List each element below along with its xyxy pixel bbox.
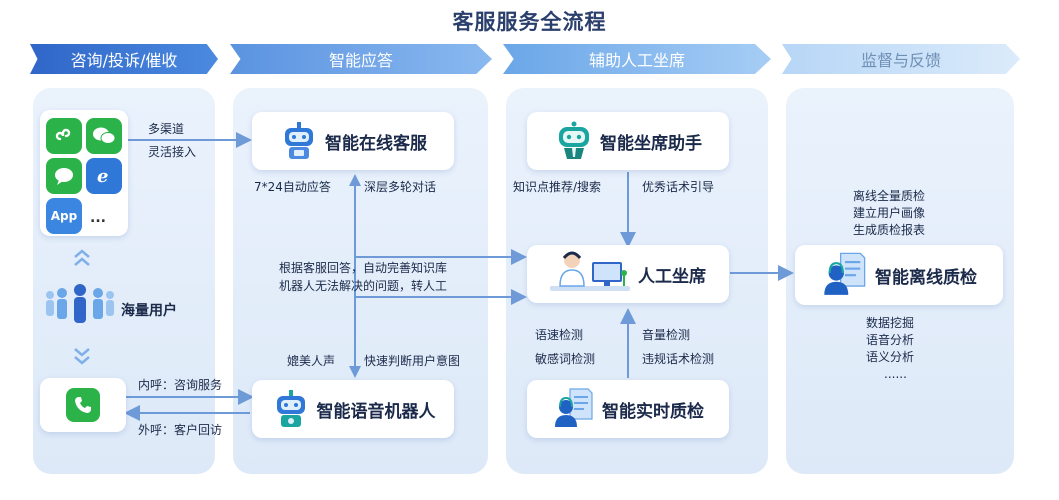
voice-bot-feature-1: 媲美人声: [287, 354, 336, 368]
browser-ie-icon[interactable]: e: [86, 158, 122, 194]
qc-feature-volume: 音量检测: [642, 328, 691, 342]
app-icon[interactable]: App: [46, 198, 82, 234]
page-title: 客服服务全流程: [452, 10, 607, 34]
analysis-item-2: 语音分析: [866, 333, 915, 347]
online-bot-label: 智能在线客服: [325, 133, 427, 154]
users-label: 海量用户: [121, 303, 177, 319]
voice-bot-feature-2: 快速判断用户意图: [364, 354, 461, 368]
assistant-feature-2: 优秀话术引导: [642, 180, 715, 194]
stage-banner-4: 监督与反馈: [782, 44, 1020, 74]
knowledge-note-1: 根据客服回答，自动完善知识库: [279, 261, 448, 275]
offline-qc-icon: [821, 249, 869, 301]
stage-banner-1: 咨询/投诉/催收: [30, 44, 218, 74]
channel-apps-card: e App ...: [40, 110, 128, 236]
chevrons-up-icon: [73, 247, 91, 275]
human-agent-card: 人工坐席: [527, 245, 729, 303]
analysis-item-more: ......: [884, 367, 907, 381]
outbound-call-label: 外呼：客户回访: [138, 423, 223, 437]
phone-card: [40, 378, 126, 432]
online-bot-card: 智能在线客服: [252, 112, 454, 170]
channel-text-2: 灵活接入: [148, 145, 197, 159]
offline-feature-1: 离线全量质检: [853, 189, 926, 203]
stage-banner-3: 辅助人工坐席: [503, 44, 771, 74]
users-crowd-icon: [42, 283, 118, 331]
assistant-robot-icon: [554, 121, 594, 161]
robot-icon: [279, 121, 319, 161]
more-apps-ellipsis: ...: [90, 210, 106, 226]
inbound-call-label: 内呼：咨询服务: [138, 378, 223, 392]
analysis-item-3: 语义分析: [866, 350, 915, 364]
qc-document-icon: [552, 385, 596, 433]
wechat-icon[interactable]: [86, 118, 122, 154]
channel-text-1: 多渠道: [148, 122, 185, 136]
online-bot-feature-1: 7*24自动应答: [254, 180, 331, 194]
phone-icon[interactable]: [66, 388, 100, 422]
analysis-item-1: 数据挖掘: [866, 316, 915, 330]
human-agent-icon: [550, 248, 630, 300]
qc-feature-violation: 违规话术检测: [642, 352, 715, 366]
agent-assistant-card: 智能坐席助手: [527, 112, 729, 170]
svg-text:e: e: [97, 166, 108, 187]
offline-qc-label: 智能离线质检: [875, 267, 977, 288]
offline-feature-2: 建立用户画像: [853, 206, 926, 220]
voice-bot-card: 智能语音机器人: [252, 380, 454, 438]
stage-banner-2: 智能应答: [230, 44, 492, 74]
online-bot-feature-2: 深层多轮对话: [364, 180, 437, 194]
offline-feature-3: 生成质检报表: [853, 223, 926, 237]
chevrons-down-icon: [73, 343, 91, 371]
message-icon[interactable]: [46, 158, 82, 194]
human-agent-label: 人工坐席: [638, 266, 706, 287]
voice-robot-icon: [271, 389, 311, 429]
qc-feature-sensitive: 敏感词检测: [535, 352, 596, 366]
knowledge-note-2: 机器人无法解决的问题，转人工: [279, 279, 448, 293]
mini-program-icon[interactable]: [46, 118, 82, 154]
offline-qc-card: 智能离线质检: [795, 245, 1003, 305]
assistant-feature-1: 知识点推荐/搜索: [513, 180, 602, 194]
realtime-qc-label: 智能实时质检: [602, 401, 704, 422]
realtime-qc-card: 智能实时质检: [527, 380, 729, 438]
voice-bot-label: 智能语音机器人: [316, 401, 436, 422]
agent-assistant-label: 智能坐席助手: [600, 133, 702, 154]
qc-feature-speed: 语速检测: [535, 328, 584, 342]
